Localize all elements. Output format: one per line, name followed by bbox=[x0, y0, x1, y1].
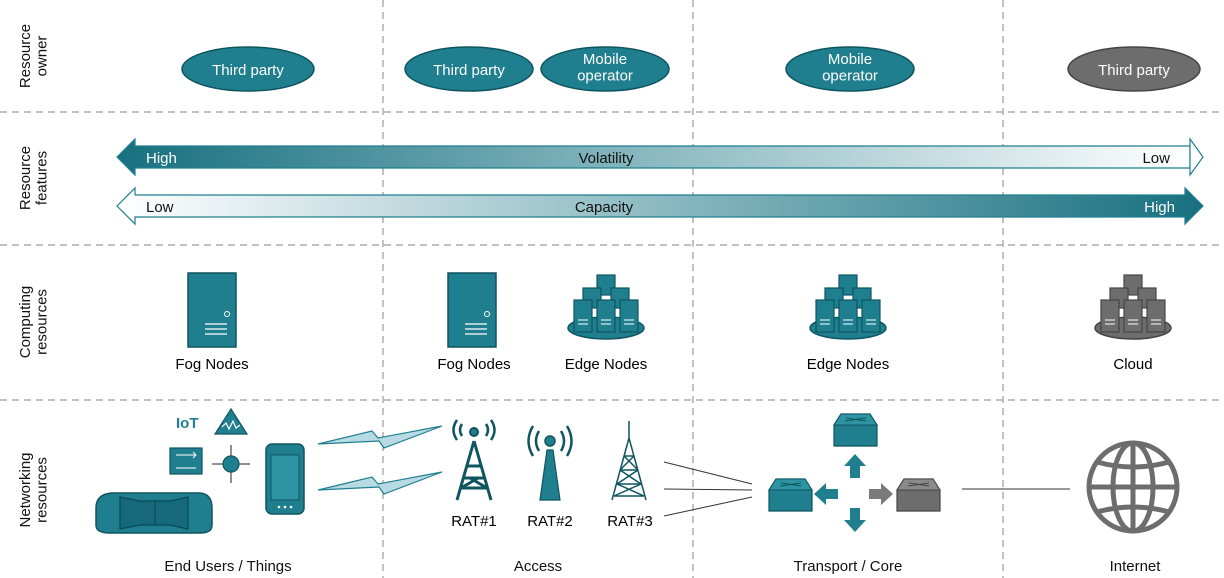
volatility-high-label: High bbox=[146, 150, 177, 167]
fog-nodes-label: Fog Nodes bbox=[437, 356, 510, 373]
column-label-access: Access bbox=[514, 558, 562, 575]
fog-nodes-label: Fog Nodes bbox=[175, 356, 248, 373]
globe-icon bbox=[1086, 440, 1180, 534]
column-label-end-users: End Users / Things bbox=[164, 558, 291, 575]
capacity-low-label: Low bbox=[146, 199, 174, 216]
arrow-right-icon bbox=[869, 483, 893, 505]
car-icon bbox=[95, 492, 213, 534]
volatility-arrow: Volatility High Low bbox=[116, 137, 1191, 177]
rat1-label: RAT#1 bbox=[451, 513, 497, 530]
rat3-label: RAT#3 bbox=[607, 513, 653, 530]
iot-label: IoT bbox=[176, 415, 199, 432]
row-label-computing-resources: Computingresources bbox=[17, 286, 51, 359]
volatility-low-label: Low bbox=[1142, 150, 1170, 167]
row-separators bbox=[0, 111, 1224, 401]
column-label-internet: Internet bbox=[1110, 558, 1162, 575]
cloud-server-icon bbox=[1094, 274, 1172, 340]
actuator-icon bbox=[169, 447, 203, 475]
owner-end-users: Third party bbox=[181, 46, 315, 92]
owner-internet: Third party bbox=[1067, 46, 1201, 92]
access-to-core-links bbox=[663, 461, 753, 517]
rat3-tower-icon bbox=[611, 421, 647, 501]
rat1-tower-icon bbox=[452, 419, 496, 501]
fog-node-icon bbox=[447, 272, 497, 348]
volatility-label: Volatility bbox=[578, 150, 634, 167]
edge-node-icon bbox=[567, 274, 645, 340]
right-switch-icon bbox=[896, 478, 941, 512]
rat2-label: RAT#2 bbox=[527, 513, 573, 530]
owner-access-third-party-label: Third party bbox=[433, 62, 505, 79]
fog-node-icon bbox=[187, 272, 237, 348]
arrow-left-icon bbox=[814, 483, 838, 505]
sensor-icon bbox=[213, 407, 249, 435]
crosshair-sensor-icon bbox=[212, 445, 250, 483]
capacity-label: Capacity bbox=[575, 199, 634, 216]
arrow-down-icon bbox=[844, 508, 866, 532]
arrow-up-icon bbox=[844, 454, 866, 478]
cloud-label: Cloud bbox=[1113, 356, 1152, 373]
top-switch-icon bbox=[833, 413, 878, 447]
owner-end-users-label: Third party bbox=[212, 62, 284, 79]
owner-internet-label: Third party bbox=[1098, 62, 1170, 79]
row-label-networking-resources: Networkingresources bbox=[17, 452, 51, 527]
wireless-link-icon bbox=[317, 425, 443, 495]
smartphone-icon bbox=[265, 443, 305, 515]
row-label-resource-features: Resourcefeatures bbox=[17, 146, 51, 210]
column-separators bbox=[382, 0, 1004, 578]
edge-nodes-label: Edge Nodes bbox=[565, 356, 648, 373]
capacity-high-label: High bbox=[1144, 199, 1175, 216]
owner-access-third-party: Third party bbox=[404, 46, 534, 92]
row-label-resource-owner: Resourceowner bbox=[17, 24, 51, 88]
edge-node-icon bbox=[809, 274, 887, 340]
left-switch-icon bbox=[768, 478, 813, 512]
edge-nodes-label: Edge Nodes bbox=[807, 356, 890, 373]
capacity-arrow: Capacity Low High bbox=[116, 186, 1204, 226]
volatility-arrow-head bbox=[1189, 137, 1204, 177]
rat2-antenna-icon bbox=[527, 425, 573, 501]
column-label-transport: Transport / Core bbox=[794, 558, 903, 575]
